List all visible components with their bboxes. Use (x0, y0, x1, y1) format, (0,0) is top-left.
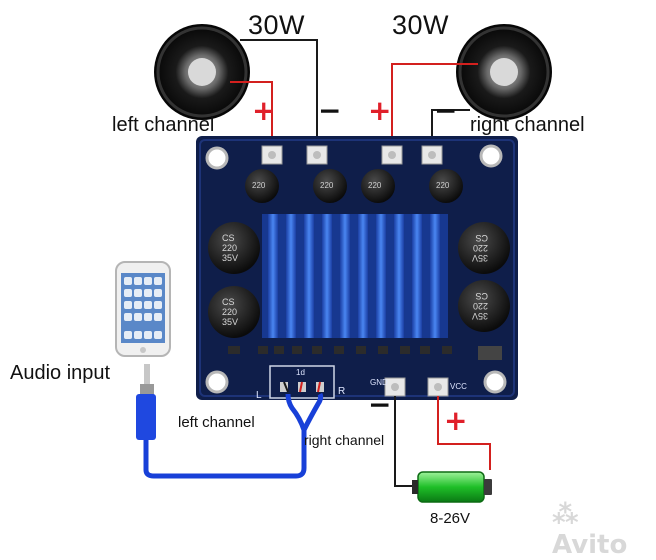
top-capacitor-label: 220 (436, 181, 450, 190)
power-positive-sign: + (444, 404, 468, 437)
power-wires (394, 396, 491, 487)
audio-cable-icon (136, 364, 324, 479)
voltage-label: 8-26V (430, 510, 471, 527)
left-input-channel-label: left channel (178, 414, 255, 431)
top-capacitor-label: 220 (320, 181, 334, 190)
capacitor-label: 35V 220 CS (472, 233, 489, 263)
r-silkscreen: R (338, 386, 346, 397)
right-speaker-channel-label: right channel (470, 114, 585, 136)
top-capacitor-label: 220 (252, 181, 266, 190)
right-positive-sign: + (368, 94, 392, 127)
capacitor-label: 35V 220 CS (472, 291, 489, 321)
audio-input-label: Audio input (10, 362, 111, 384)
right-speaker-icon (456, 24, 552, 120)
l-silkscreen: L (256, 390, 262, 401)
amplifier-board (196, 136, 518, 400)
capacitor-label: CS 220 35V (222, 297, 239, 327)
vcc-silkscreen: VCC (450, 382, 467, 391)
battery-icon (412, 471, 492, 503)
capacitor-label: CS 220 35V (222, 233, 239, 263)
phone-icon (115, 261, 171, 357)
watermark-logo-icon: ⁂ (552, 500, 579, 530)
left-negative-sign: − (318, 94, 342, 127)
power-negative-sign: − (368, 388, 392, 421)
diagram-graphics (115, 24, 552, 503)
right-power-label: 30W (392, 10, 450, 40)
amplifier-wiring-diagram: 30W 30W left channel right channel + − +… (10, 10, 627, 560)
watermark: ⁂ Avito (552, 500, 656, 560)
left-power-label: 30W (248, 10, 306, 40)
watermark-text: Avito (552, 530, 628, 560)
gnd-silkscreen: GND (370, 378, 388, 387)
left-speaker-icon (154, 24, 250, 120)
right-negative-sign: − (434, 94, 458, 127)
jumper-silkscreen: 1d (296, 368, 305, 377)
left-speaker-channel-label: left channel (112, 114, 215, 136)
right-input-channel-label: right channel (304, 432, 385, 448)
top-capacitor-label: 220 (368, 181, 382, 190)
left-positive-sign: + (252, 94, 276, 127)
